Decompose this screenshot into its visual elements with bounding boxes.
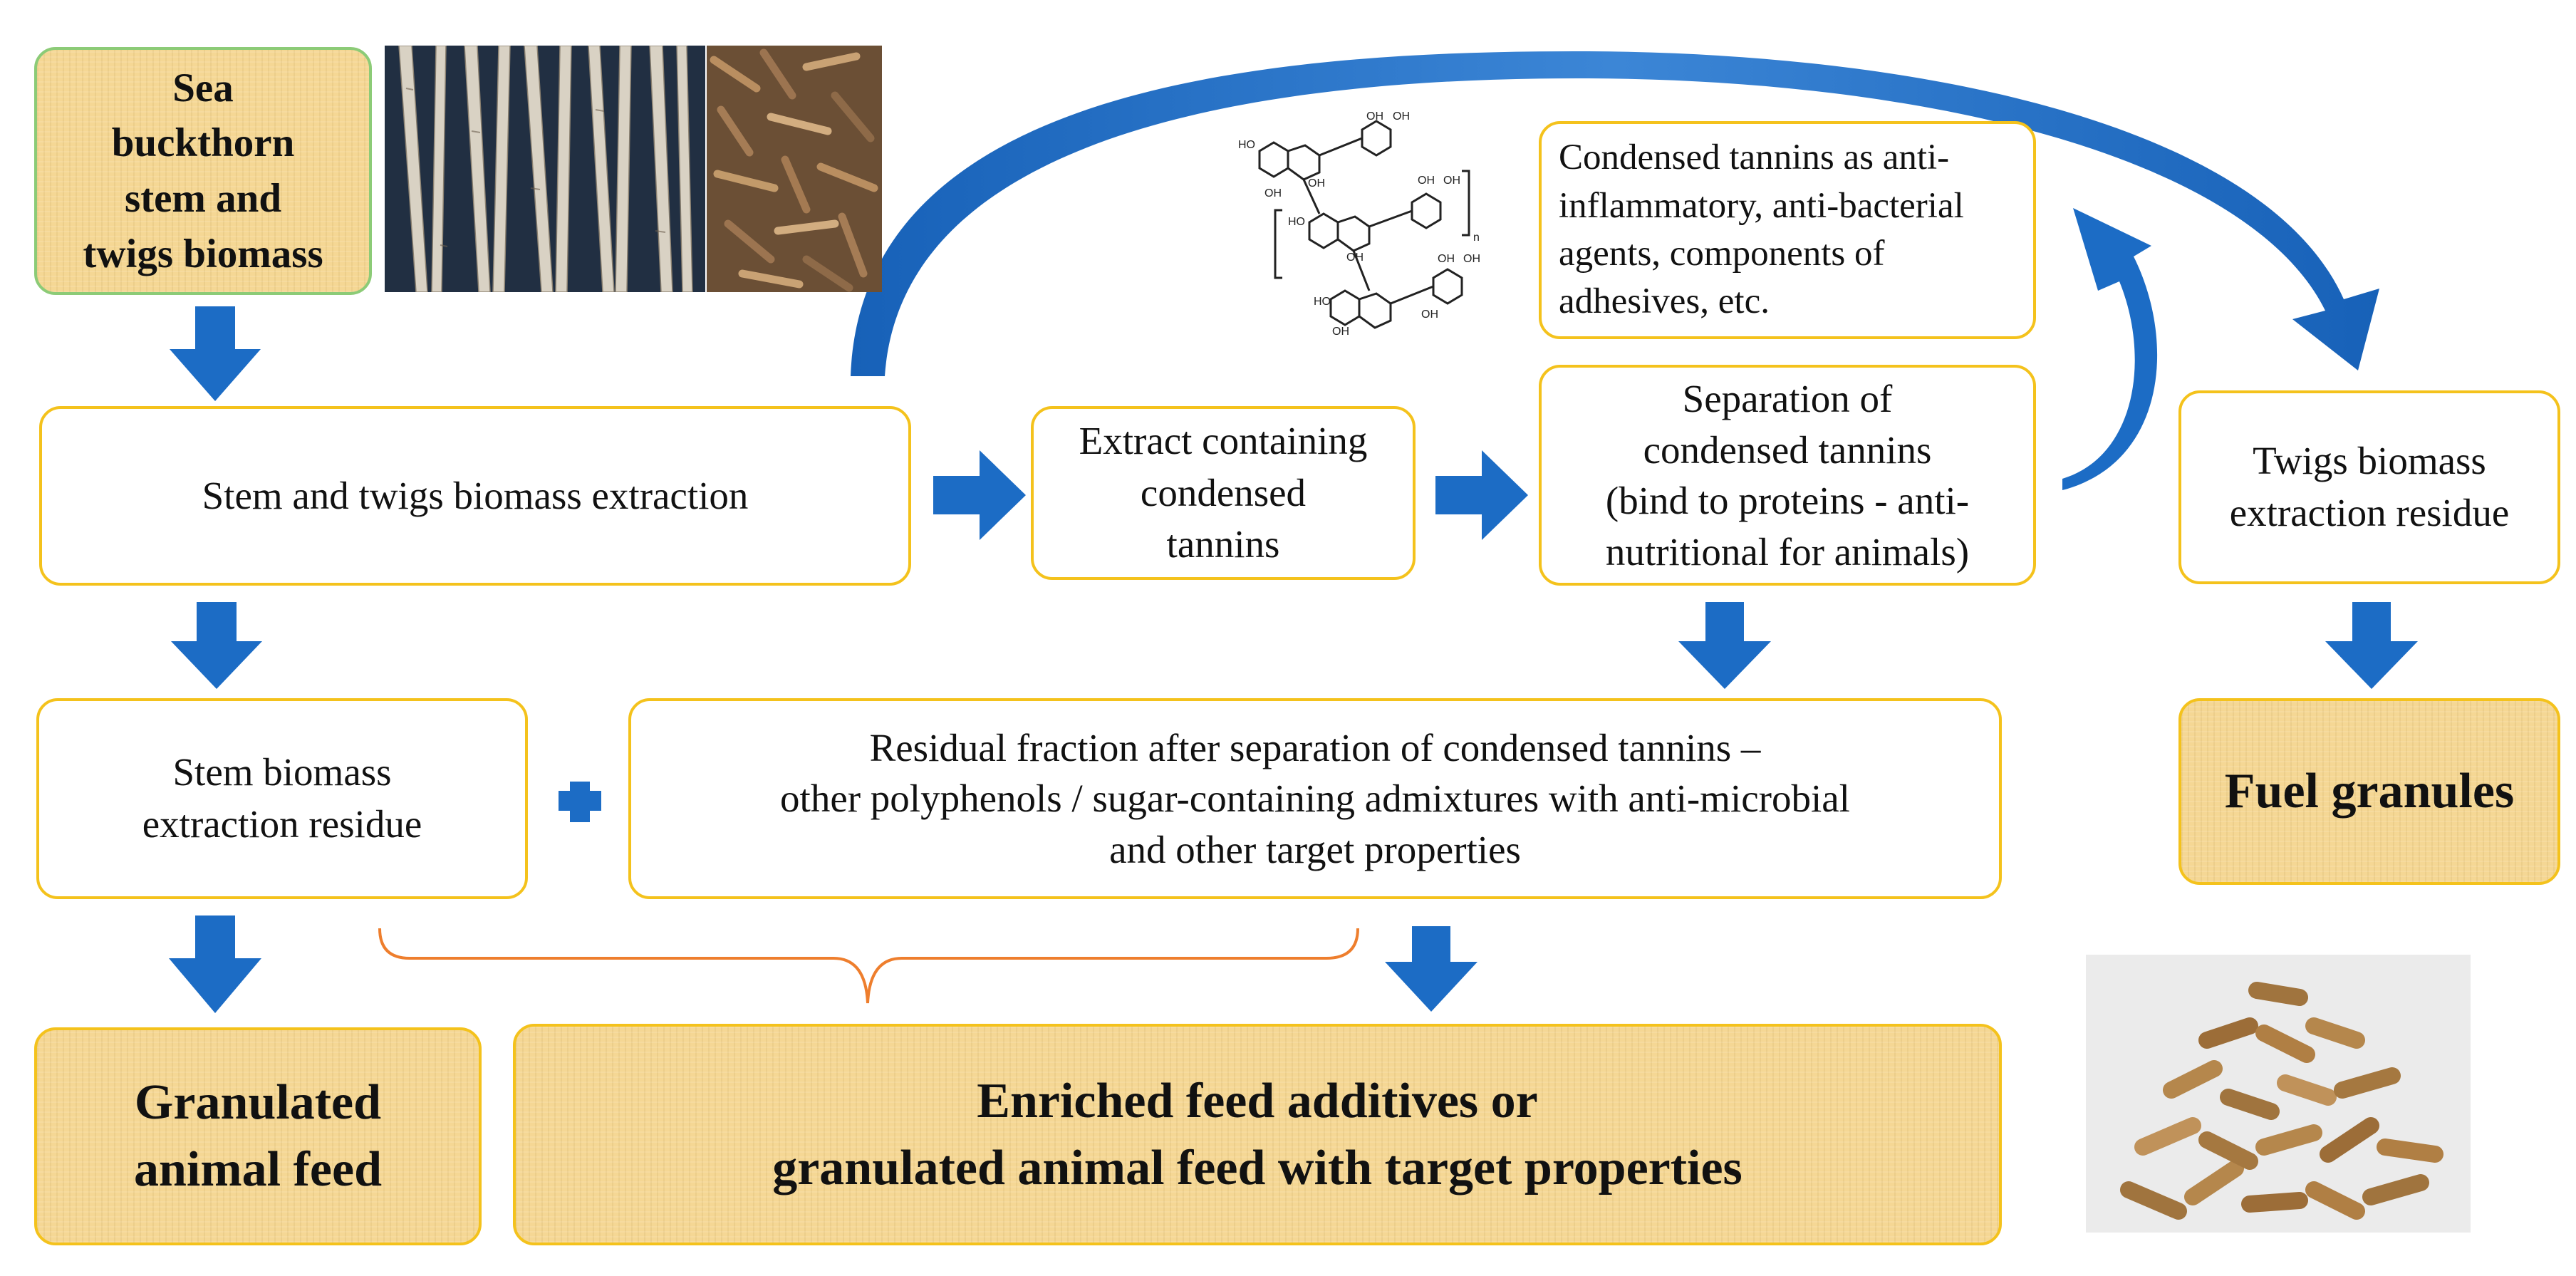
granulated-feed-label: Granulated animal feed	[133, 1075, 383, 1197]
enriched-feed-box: Enriched feed additives or granulated an…	[513, 1024, 2002, 1245]
structure-group-label: HO	[1288, 216, 1305, 228]
stems-photo	[385, 46, 705, 292]
structure-group-label: OH	[1308, 177, 1325, 190]
structure-group-label: OH	[1418, 175, 1435, 187]
plus-icon	[559, 782, 601, 822]
stem-residue-box: Stem biomass extraction residue	[36, 698, 528, 899]
enriched-feed-label: Enriched feed additives or granulated an…	[772, 1073, 1743, 1195]
extract-label: Extract containing condensed tannins	[1079, 419, 1368, 566]
structure-group-label: OH	[1264, 187, 1282, 199]
fuel-granules-box: Fuel granules	[2178, 698, 2560, 885]
structure-group-label: OH	[1346, 251, 1364, 264]
extract-box: Extract containing condensed tannins	[1031, 406, 1416, 580]
structure-labels: HO OH OH OH OH HO OH OH OH HO OH OH OH OH n	[1238, 110, 1480, 338]
down-arrow-stem-residue	[169, 915, 261, 1013]
granulated-feed-box: Granulated animal feed	[34, 1027, 482, 1245]
structure-group-label: OH	[1366, 110, 1383, 123]
structure-group-label: OH	[1463, 253, 1480, 265]
down-arrow-twigs-residue	[2325, 602, 2418, 689]
fuel-granules-label: Fuel granules	[2224, 763, 2515, 819]
extraction-label: Stem and twigs biomass extraction	[202, 473, 749, 517]
twigs-residue-label: Twigs biomass extraction residue	[2229, 439, 2510, 534]
pellets-photo	[2086, 955, 2471, 1233]
extraction-box: Stem and twigs biomass extraction	[39, 406, 911, 586]
down-arrow-enriched	[1385, 926, 1477, 1012]
separation-label: Separation of condensed tannins (bind to…	[1605, 377, 1970, 574]
tannin-uses-box: Condensed tannins as anti- inflammatory,…	[1539, 121, 2036, 339]
chopped-twigs-photo	[707, 46, 882, 292]
structure-group-label: HO	[1238, 139, 1255, 151]
sea-buckthorn-label: Sea buckthorn stem and twigs biomass	[83, 65, 323, 276]
residual-fraction-box: Residual fraction after separation of co…	[628, 698, 2002, 899]
down-arrow-source	[170, 306, 261, 401]
repeat-index-label: n	[1473, 232, 1480, 244]
right-arrow-to-extract	[933, 450, 1026, 540]
right-arrow-to-separation	[1435, 450, 1528, 540]
twigs-residue-box: Twigs biomass extraction residue	[2178, 390, 2560, 584]
down-arrow-separation	[1678, 602, 1771, 689]
structure-group-label: OH	[1438, 253, 1455, 265]
curved-arrow-to-tannin-uses	[2062, 208, 2158, 490]
structure-group-label: OH	[1332, 326, 1349, 338]
residual-fraction-label: Residual fraction after separation of co…	[780, 725, 1850, 871]
tannin-uses-label: Condensed tannins as anti- inflammatory,…	[1559, 138, 1964, 322]
sea-buckthorn-source-box: Sea buckthorn stem and twigs biomass	[34, 47, 372, 295]
separation-box: Separation of condensed tannins (bind to…	[1539, 365, 2036, 586]
condensed-tannin-structure	[1258, 120, 1470, 329]
stem-residue-label: Stem biomass extraction residue	[142, 750, 422, 846]
structure-group-label: OH	[1393, 110, 1410, 123]
structure-group-label: OH	[1443, 175, 1460, 187]
down-arrow-extraction	[171, 602, 262, 689]
structure-group-label: OH	[1421, 308, 1438, 321]
structure-group-label: HO	[1314, 296, 1331, 308]
curly-brace-icon	[378, 928, 1359, 1004]
